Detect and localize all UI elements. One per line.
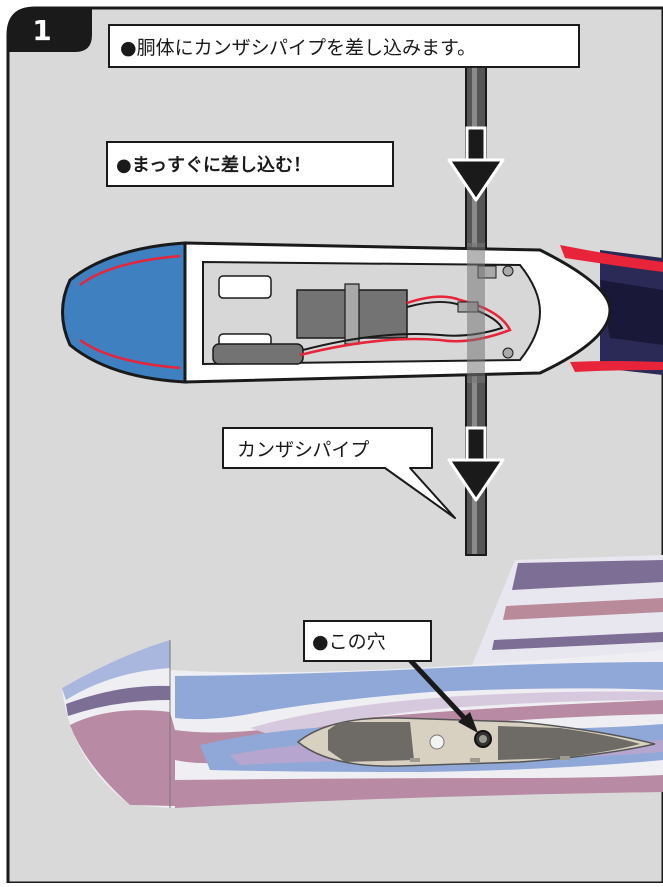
hole-label-callout: ●この穴 bbox=[304, 621, 431, 661]
instruction-straight-text: ●まっすぐに差し込む！ bbox=[116, 154, 311, 176]
step-number: 1 bbox=[32, 14, 51, 47]
pipe-hole-marker bbox=[475, 731, 491, 747]
instruction-top-callout: ●胴体にカンザシパイプを差し込みます。 bbox=[109, 25, 579, 67]
hole-label-text: ●この穴 bbox=[312, 631, 386, 653]
instruction-top-text: ●胴体にカンザシパイプを差し込みます。 bbox=[120, 37, 476, 59]
pipe-label-text: カンザシパイプ bbox=[237, 439, 369, 461]
instruction-straight-callout: ●まっすぐに差し込む！ bbox=[107, 142, 393, 186]
step-number-badge: 1 bbox=[8, 8, 92, 52]
